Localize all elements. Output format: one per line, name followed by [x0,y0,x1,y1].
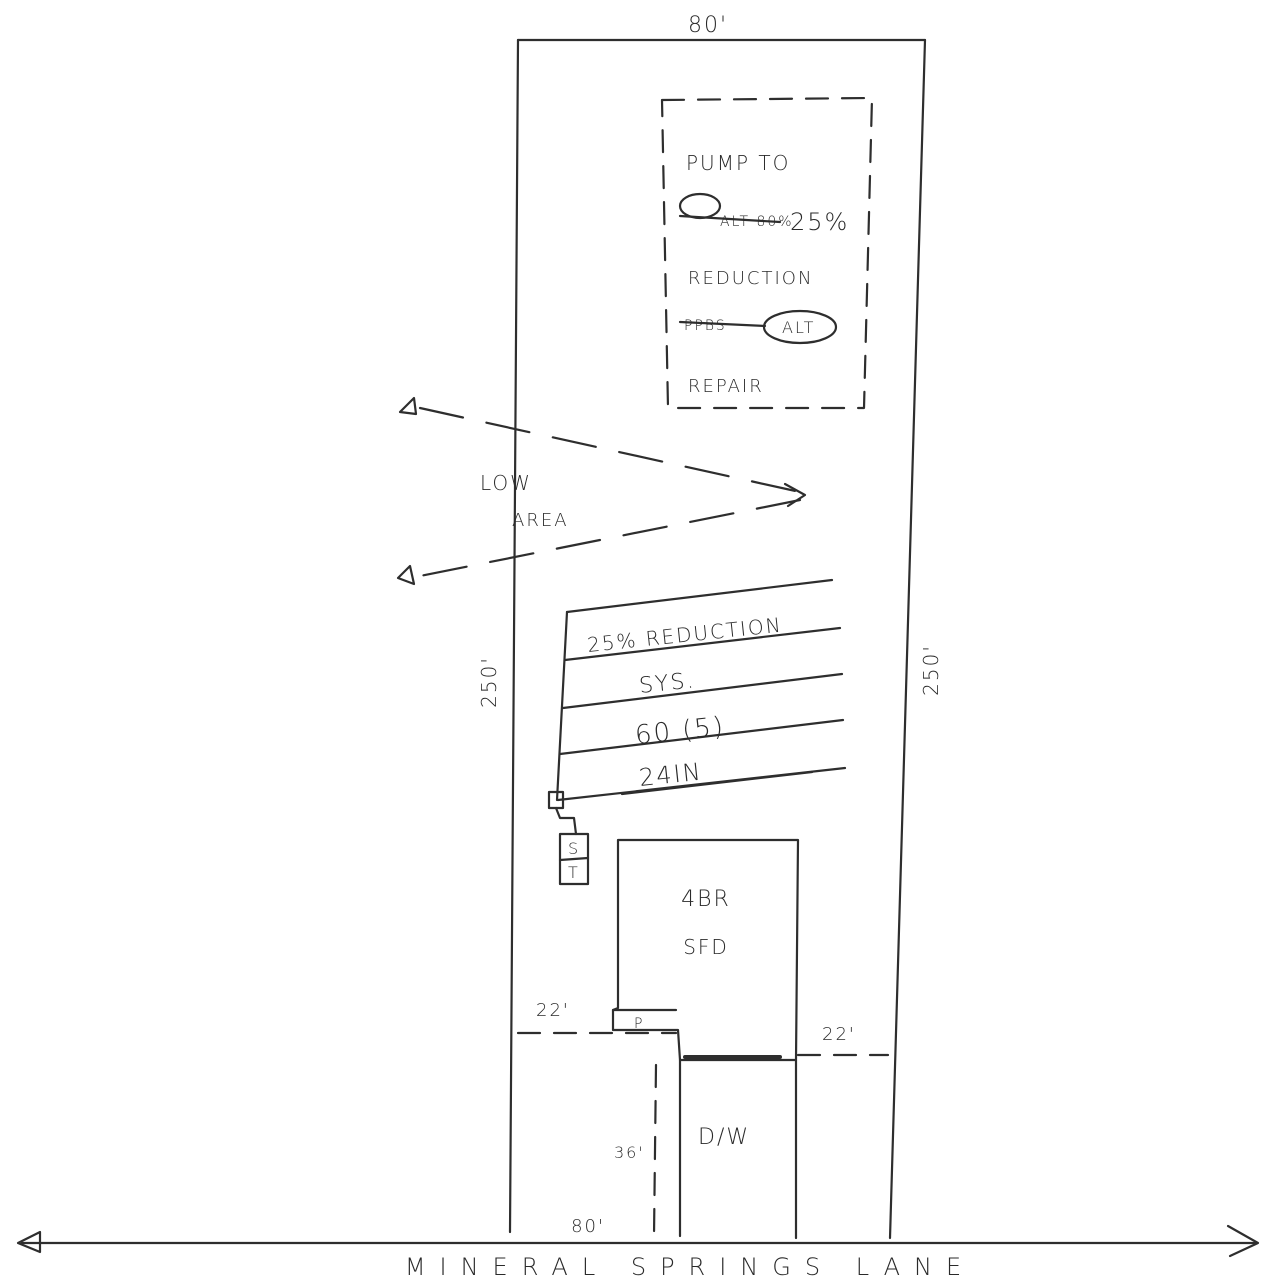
drainfield-line-2 [563,626,842,662]
drainfield-header [555,610,569,802]
driveway-setback-line [652,1063,658,1238]
drainfield [555,578,847,802]
drainfield-label-3: 60 (5) [634,712,727,751]
circle-alt-2 [762,309,838,345]
lot-boundary [508,38,927,1240]
house-label-2: SFD [683,935,729,959]
setback-right-label: 22' [822,1024,856,1045]
lot-left-line [508,38,520,1234]
septic-tank-label-top: S [568,839,580,858]
flow-arrowhead-upper-left [398,396,418,416]
circle-alt-1 [678,192,722,220]
notes-box-border [660,96,874,410]
drainfield-label-2: SYS. [638,668,697,699]
street-arrow-right [1226,1224,1260,1258]
lot-left-depth-label: 250' [477,656,501,708]
drainfield-line-4 [558,718,845,756]
drainfield-label-4: 24IN [638,757,704,791]
low-area-label-1: LOW [480,471,532,495]
notes-line-4-struck: PPBS [684,318,727,334]
lot-right-line [888,38,927,1240]
driveway-length-label: 36' [614,1143,645,1162]
house-label-1: 4BR [681,887,731,912]
low-area-flow [396,396,807,586]
notes-line-2-struck: ALT 80% [720,214,794,230]
lot-right-depth-label: 250' [919,644,943,696]
flow-arrowhead-lower-left [396,564,416,586]
lot-top-width-label: 80' [688,13,728,38]
street-arrow-left [16,1230,42,1254]
low-area-label-2: AREA [512,510,569,531]
street-name-label: MINERAL SPRINGS LANE [405,1253,975,1280]
flow-line-upper [418,406,802,494]
septic-tank-divider [558,856,590,862]
tank-connector [554,806,578,836]
notes-line-4: ALT [782,318,815,337]
setback-left-label: 22' [536,1000,570,1021]
flow-line-lower [418,498,802,578]
house-outline [611,838,800,1062]
septic-tank-label-bottom: T [568,863,580,882]
notes-line-2: 25% [790,208,849,236]
drainfield-line-1 [565,578,834,614]
driveway-label: D/W [698,1125,750,1150]
notes-line-5: REPAIR [688,376,764,397]
notes-line-3: REDUCTION [688,268,813,289]
drainfield-line-3 [561,672,844,710]
drainfield-underline [620,770,814,796]
flow-arrowhead-right [783,482,807,508]
notes-line-1: PUMP TO [686,151,790,175]
strike-line-2 [678,320,767,328]
porch-label: P [634,1016,644,1032]
drainfield-label-1: 25% REDUCTION [586,613,784,657]
lot-bottom-width-label: 80' [571,1216,605,1237]
